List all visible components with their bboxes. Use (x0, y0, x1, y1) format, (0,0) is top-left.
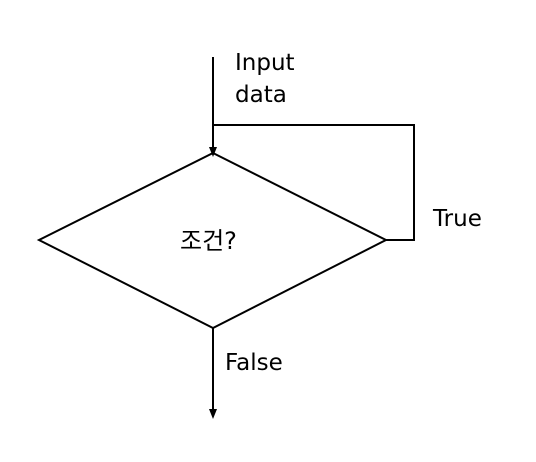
false-branch-label: False (225, 350, 283, 376)
input-label-line1: Input (235, 50, 295, 76)
true-loop-line (213, 124, 415, 241)
condition-label: 조건? (180, 227, 237, 255)
input-label-line2: data (235, 82, 287, 108)
true-branch-label: True (433, 206, 482, 232)
